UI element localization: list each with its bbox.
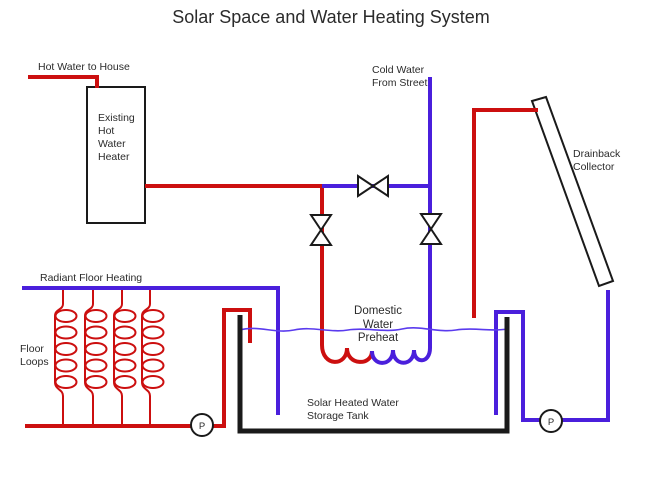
radiant-floor-heating-label: Radiant Floor Heating — [40, 272, 142, 284]
floor-loops-label: Floor Loops — [20, 343, 49, 368]
cold-isolation-valve-icon — [419, 213, 443, 245]
floor-loop-coils — [54, 288, 165, 426]
svg-text:Cold Water: Cold Water — [372, 64, 425, 76]
svg-text:Preheat: Preheat — [358, 332, 399, 344]
svg-text:Domestic: Domestic — [354, 305, 402, 317]
existing-heater-label: Existing Hot Water Heater — [98, 112, 135, 163]
storage-tank — [237, 315, 510, 434]
cold-water-supply-and-preheat-coil-cold — [370, 77, 432, 365]
heater-supply-and-preheat-coil-hot — [145, 184, 374, 364]
svg-text:Drainback: Drainback — [573, 148, 621, 160]
collector-return-pipe — [472, 108, 538, 318]
hot-water-to-house-label: Hot Water to House — [38, 61, 130, 73]
floor-loop-coil — [84, 288, 108, 426]
hot-water-to-house-pipe — [28, 75, 99, 88]
radiant-return-pipe — [22, 286, 280, 415]
floor-loop-coil — [141, 288, 165, 426]
svg-text:Water: Water — [363, 319, 393, 331]
drainback-collector-panel — [530, 95, 615, 288]
svg-text:Water: Water — [98, 138, 126, 150]
floor-loop-coil — [54, 288, 78, 426]
svg-text:Existing: Existing — [98, 112, 135, 124]
radiant-hot-pipe — [25, 308, 252, 428]
hot-pipes — [25, 75, 538, 428]
bypass-valve-icon — [357, 174, 389, 198]
svg-text:Loops: Loops — [20, 356, 49, 368]
svg-text:Solar Heated Water: Solar Heated Water — [307, 397, 399, 409]
cold-water-label: Cold Water From Street — [372, 64, 428, 89]
existing-water-heater-box — [86, 86, 146, 224]
equipment-outlines — [86, 86, 615, 288]
radiant-pump-label: P — [199, 421, 205, 432]
pumps — [190, 409, 563, 437]
solar-pump-icon — [539, 409, 563, 433]
svg-text:Storage Tank: Storage Tank — [307, 410, 369, 422]
svg-text:Floor: Floor — [20, 343, 44, 355]
hot-isolation-valve-icon — [309, 214, 333, 246]
water-surface-line — [239, 327, 508, 332]
drainback-collector-label: Drainback Collector — [573, 148, 621, 173]
svg-text:Hot: Hot — [98, 125, 114, 137]
floor-loop-coil — [113, 288, 137, 426]
solar-pump-label: P — [548, 417, 554, 428]
solar-loop-cold-pipe — [494, 290, 610, 422]
svg-text:Heater: Heater — [98, 151, 130, 163]
svg-text:Collector: Collector — [573, 161, 615, 173]
domestic-water-preheat-label: Domestic Water Preheat — [354, 305, 402, 344]
svg-text:From Street: From Street — [372, 77, 428, 89]
storage-tank-label: Solar Heated Water Storage Tank — [307, 397, 399, 422]
radiant-pump-icon — [190, 413, 214, 437]
diagram-title: Solar Space and Water Heating System — [172, 7, 490, 27]
valves — [309, 174, 443, 246]
